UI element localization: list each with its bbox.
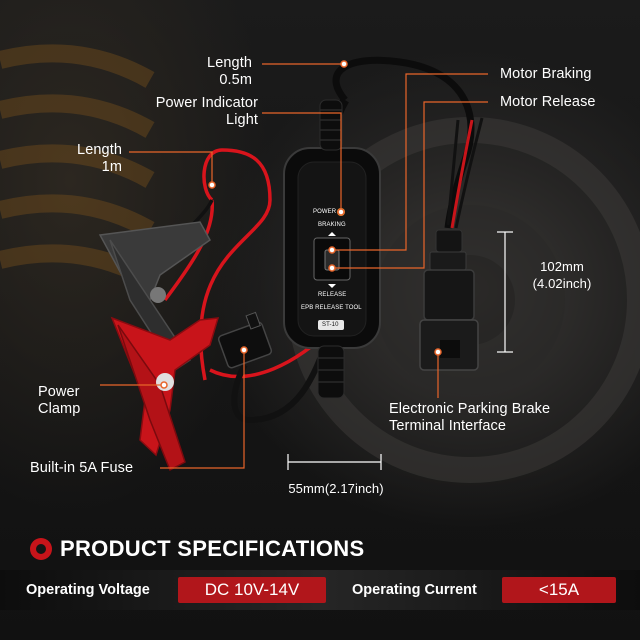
specs-title: PRODUCT SPECIFICATIONS [60, 536, 365, 561]
voltage-value: DC 10V-14V [178, 577, 326, 603]
device-release-text: RELEASE [318, 292, 347, 298]
specs-header: PRODUCT SPECIFICATIONS [30, 534, 364, 564]
height-dimension [497, 231, 513, 353]
red-clamp [110, 316, 220, 472]
label-motor-release: Motor Release [500, 94, 596, 110]
specs-row: Operating Voltage DC 10V-14V Operating C… [0, 570, 640, 610]
label-motor-braking: Motor Braking [500, 66, 592, 82]
epb-connector [419, 229, 479, 371]
device-tool-name: EPB RELEASE TOOL [301, 305, 362, 311]
callout-dots [160, 60, 442, 389]
black-cable-top [332, 56, 475, 229]
device-model-badge: ST-10 [322, 322, 339, 328]
device-braking-text: BRAKING [318, 222, 346, 228]
callout-lines [100, 63, 488, 469]
voltage-label: Operating Voltage [26, 582, 150, 598]
label-fuse: Built-in 5A Fuse [30, 460, 134, 476]
label-height-dimension: 102mm(4.02inch) [532, 259, 592, 291]
label-width-dimension: 55mm(2.17inch) [288, 481, 384, 496]
device-power-text: POWER [313, 209, 337, 215]
current-label: Operating Current [352, 582, 477, 598]
width-dimension [287, 454, 382, 470]
inline-fuse [217, 311, 273, 369]
spec-ring-icon [30, 538, 52, 560]
current-value: <15A [502, 577, 616, 603]
